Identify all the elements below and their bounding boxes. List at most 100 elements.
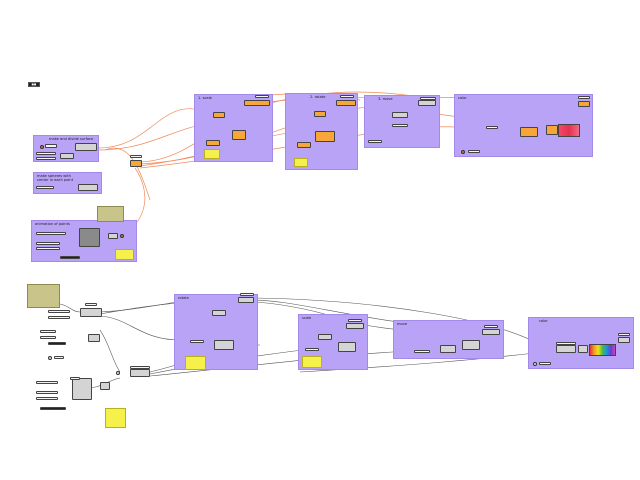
scale-component[interactable] [346, 323, 364, 329]
orange-component[interactable] [130, 160, 142, 167]
gradient-component[interactable] [589, 344, 616, 356]
vector-component[interactable] [440, 345, 456, 353]
group-label: color [539, 319, 548, 323]
timer-knob[interactable] [120, 234, 124, 238]
orange-component[interactable] [213, 112, 225, 118]
panel-component[interactable] [539, 362, 551, 365]
number-slider[interactable] [48, 310, 70, 313]
surface-component[interactable] [80, 308, 102, 317]
number-slider[interactable] [36, 152, 56, 155]
rotate-component[interactable] [214, 340, 234, 350]
panel-component[interactable] [190, 340, 204, 343]
gradient-component[interactable] [558, 124, 580, 137]
number-slider[interactable] [85, 303, 97, 306]
colour-component[interactable] [578, 345, 588, 353]
wire [104, 147, 151, 201]
number-slider[interactable] [392, 124, 408, 127]
number-slider[interactable] [36, 381, 58, 384]
number-slider[interactable] [618, 333, 630, 336]
panel-component[interactable] [70, 377, 80, 380]
graph-component[interactable] [72, 378, 92, 400]
move-component[interactable] [418, 100, 436, 106]
orange-component[interactable] [232, 130, 246, 140]
slider-knob[interactable] [533, 362, 537, 366]
plane-component[interactable] [212, 310, 226, 316]
number-slider[interactable] [48, 316, 70, 319]
number-slider[interactable] [40, 330, 56, 333]
number-slider[interactable] [36, 242, 60, 245]
yellow-panel[interactable] [302, 356, 322, 368]
number-slider[interactable] [348, 319, 362, 322]
number-slider[interactable] [36, 397, 58, 400]
number-slider[interactable] [36, 157, 56, 160]
number-slider[interactable] [255, 95, 269, 98]
slider-knob[interactable] [461, 150, 465, 154]
number-slider[interactable] [420, 97, 436, 100]
point-component[interactable] [318, 334, 332, 340]
panel-component[interactable] [54, 356, 64, 359]
panel-component[interactable] [556, 342, 576, 345]
surface-component[interactable] [75, 143, 97, 151]
small-component[interactable] [108, 233, 118, 239]
wire [254, 297, 541, 346]
number-slider[interactable] [36, 186, 54, 189]
orange-component[interactable] [578, 101, 590, 107]
orange-component[interactable] [546, 125, 558, 135]
note-panel[interactable] [97, 206, 124, 222]
yellow-panel[interactable] [294, 158, 308, 167]
number-slider[interactable] [340, 95, 354, 98]
yellow-panel[interactable] [105, 408, 126, 428]
number-slider[interactable] [578, 96, 590, 99]
number-slider[interactable] [40, 336, 56, 339]
yellow-panel[interactable] [204, 149, 220, 159]
preview-component[interactable] [618, 337, 630, 343]
graph-mapper[interactable] [79, 228, 100, 247]
yellow-panel[interactable] [185, 356, 206, 370]
colour-component[interactable] [556, 345, 576, 353]
group-label: 2. rotate [310, 95, 326, 99]
number-slider[interactable] [36, 391, 58, 394]
toggle-component[interactable] [60, 256, 80, 259]
group-color-bottom[interactable]: color [528, 317, 634, 369]
sphere-component[interactable] [78, 184, 98, 191]
note-panel[interactable] [27, 284, 60, 308]
orange-component[interactable] [520, 127, 538, 137]
orange-component[interactable] [206, 140, 220, 146]
orange-component[interactable] [315, 131, 335, 142]
orange-component[interactable] [314, 111, 326, 117]
scale-component[interactable] [338, 342, 356, 352]
toggle-component[interactable] [48, 342, 66, 345]
sphere-component[interactable] [130, 369, 150, 377]
toggle-component[interactable] [40, 407, 66, 410]
panel-component[interactable] [305, 348, 319, 351]
group-label: make spheres with center in each point [37, 174, 74, 182]
number-slider[interactable] [414, 350, 430, 353]
move-component[interactable] [482, 329, 500, 335]
orange-component[interactable] [336, 100, 356, 106]
yellow-panel[interactable] [115, 249, 134, 260]
panel-component[interactable] [130, 155, 142, 158]
divide-component[interactable] [60, 153, 74, 159]
slider-knob[interactable] [48, 356, 52, 360]
number-slider[interactable] [484, 325, 498, 328]
vector-component[interactable] [462, 340, 480, 350]
orange-component[interactable] [244, 100, 270, 106]
orange-component[interactable] [297, 142, 311, 148]
panel-component[interactable] [486, 126, 498, 129]
slider-knob[interactable] [40, 145, 44, 149]
number-slider[interactable] [36, 232, 66, 235]
number-slider[interactable] [368, 140, 382, 143]
panel-component[interactable] [130, 366, 150, 369]
group-label: 3. move [378, 97, 393, 101]
canvas-badge[interactable]: ■■ [28, 82, 40, 87]
number-slider[interactable] [36, 247, 60, 250]
rotate-component[interactable] [238, 297, 254, 303]
small-component[interactable] [100, 382, 110, 390]
divide-component[interactable] [88, 334, 100, 342]
vector-component[interactable] [392, 112, 408, 118]
number-slider[interactable] [468, 150, 480, 153]
panel-component[interactable] [45, 144, 57, 148]
slider-knob[interactable] [116, 371, 120, 375]
number-slider[interactable] [240, 293, 254, 296]
